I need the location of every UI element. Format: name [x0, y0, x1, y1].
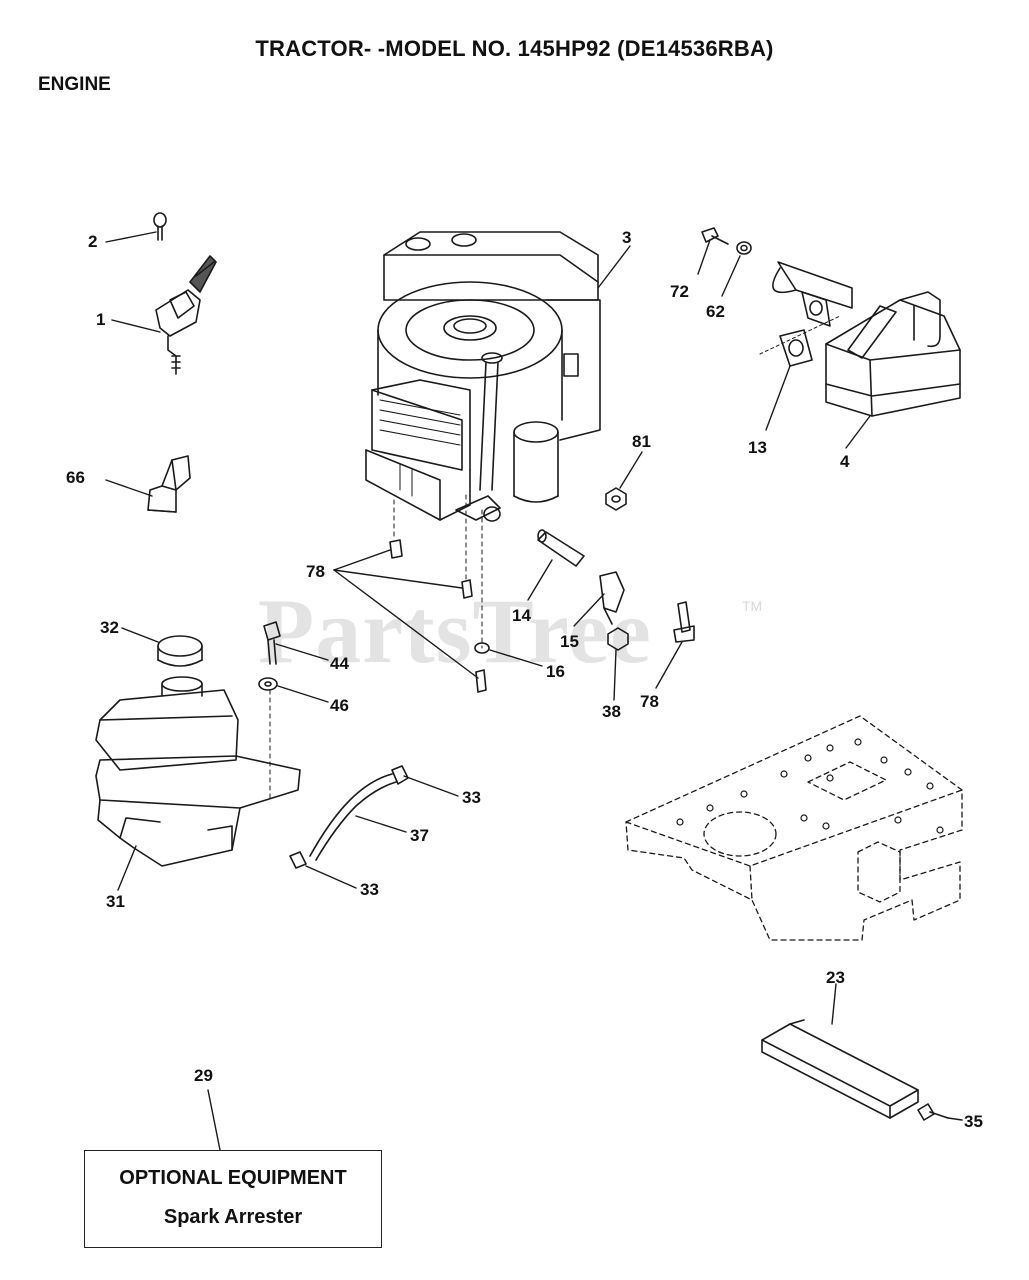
watermark: PartsTree	[258, 580, 652, 682]
callout-33-lower: 33	[360, 880, 379, 899]
spark-arrester-label: Spark Arrester	[163, 1206, 303, 1228]
leader-lines	[105, 231, 963, 1151]
exhaust-bolt-and-washer	[701, 227, 752, 255]
callout-78-engine-bolts: 78	[306, 562, 325, 581]
frame-part	[625, 715, 963, 941]
callout-16: 16	[546, 662, 565, 681]
watermark-trademark: TM	[742, 598, 763, 614]
fuel-line-part	[289, 765, 409, 869]
nut-part	[605, 487, 627, 511]
fuel-cap-part	[157, 635, 203, 667]
callout-13: 13	[748, 438, 767, 457]
bolts-part	[389, 494, 695, 693]
callout-2: 2	[88, 232, 98, 251]
tank-screw-and-washer	[258, 621, 281, 801]
engine-part	[365, 231, 601, 522]
throttle-control-part	[153, 212, 217, 375]
callout-23: 23	[826, 968, 845, 987]
fuel-tank-part	[95, 676, 301, 867]
optional-equipment-title: OPTIONAL EQUIPMENT	[119, 1167, 347, 1189]
oil-drain-extension	[537, 529, 629, 651]
callout-33-upper: 33	[462, 788, 481, 807]
muffler-part	[772, 261, 961, 417]
exhaust-gasket-part	[759, 315, 841, 367]
callout-78-frame-bolt: 78	[640, 692, 659, 711]
callout-1: 1	[96, 310, 106, 329]
callout-15: 15	[560, 632, 579, 651]
callout-3: 3	[622, 228, 632, 247]
callout-81: 81	[632, 432, 651, 451]
callout-44: 44	[330, 654, 349, 673]
callout-4: 4	[840, 452, 850, 471]
heat-shield-part	[761, 1019, 919, 1119]
frame-holes	[676, 738, 944, 834]
callout-66: 66	[66, 468, 85, 487]
callout-38: 38	[602, 702, 621, 721]
section-label: ENGINE	[38, 74, 111, 95]
callout-29: 29	[194, 1066, 213, 1085]
callout-14: 14	[512, 606, 531, 625]
callout-72: 72	[670, 282, 689, 301]
page-title: TRACTOR- -MODEL NO. 145HP92 (DE14536RBA)	[255, 36, 774, 61]
callout-35: 35	[964, 1112, 983, 1131]
callout-32: 32	[100, 618, 119, 637]
callout-62: 62	[706, 302, 725, 321]
callout-46: 46	[330, 696, 349, 715]
callout-37: 37	[410, 826, 429, 845]
clip-part	[147, 455, 191, 513]
shield-screw-part	[917, 1103, 949, 1121]
callout-31: 31	[106, 892, 125, 911]
optional-equipment-box: OPTIONAL EQUIPMENT Spark Arrester	[84, 1150, 382, 1248]
